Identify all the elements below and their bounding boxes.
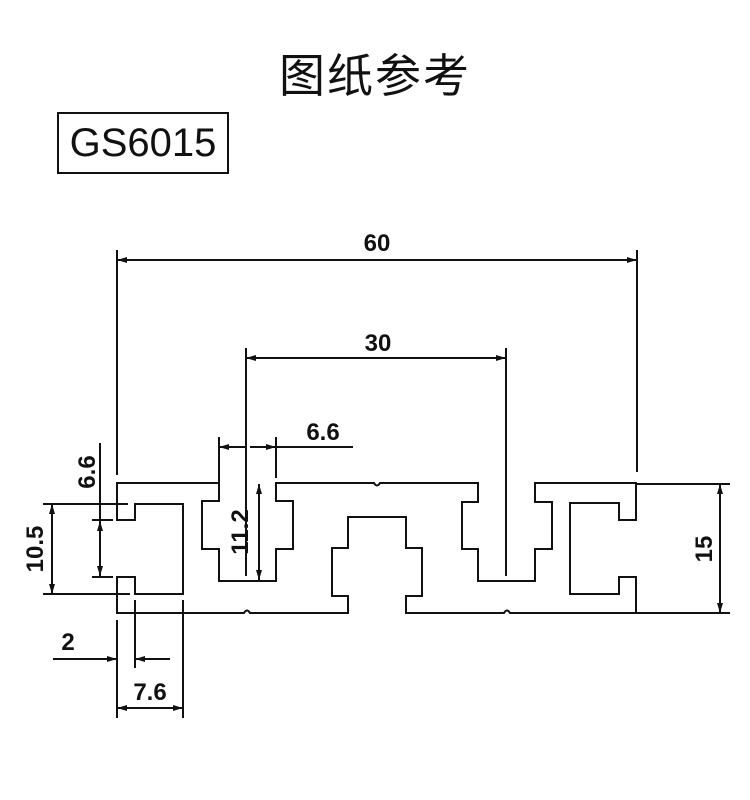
profile-outline (116, 482, 637, 614)
dimension-slot-opening: 6.6 (218, 419, 353, 483)
page-title: 图纸参考 (279, 49, 471, 103)
dimension-label: 60 (364, 230, 391, 257)
dimension-15: 15 (636, 483, 730, 614)
dimension-side-slot-height: 10.5 (22, 503, 130, 595)
dimension-60: 60 (116, 230, 638, 475)
dimension-label: 2 (61, 629, 74, 656)
dimension-side-slot-depth: 7.6 (116, 600, 184, 718)
dimension-30: 30 (245, 330, 507, 576)
dimension-label: 6.6 (306, 419, 339, 446)
dimension-label: 15 (691, 536, 718, 563)
dimension-label: 6.6 (74, 455, 101, 488)
dimension-side-opening: 6.6 (74, 443, 113, 578)
model-label: GS6015 (57, 112, 229, 174)
dimension-label: 10.5 (22, 526, 49, 573)
dimension-label: 7.6 (133, 679, 166, 706)
dimension-wall-thickness: 2 (53, 600, 170, 668)
dimension-slot-depth: 11.2 (227, 484, 262, 580)
dimension-label: 11.2 (227, 509, 254, 554)
dimension-label: 30 (365, 330, 392, 357)
